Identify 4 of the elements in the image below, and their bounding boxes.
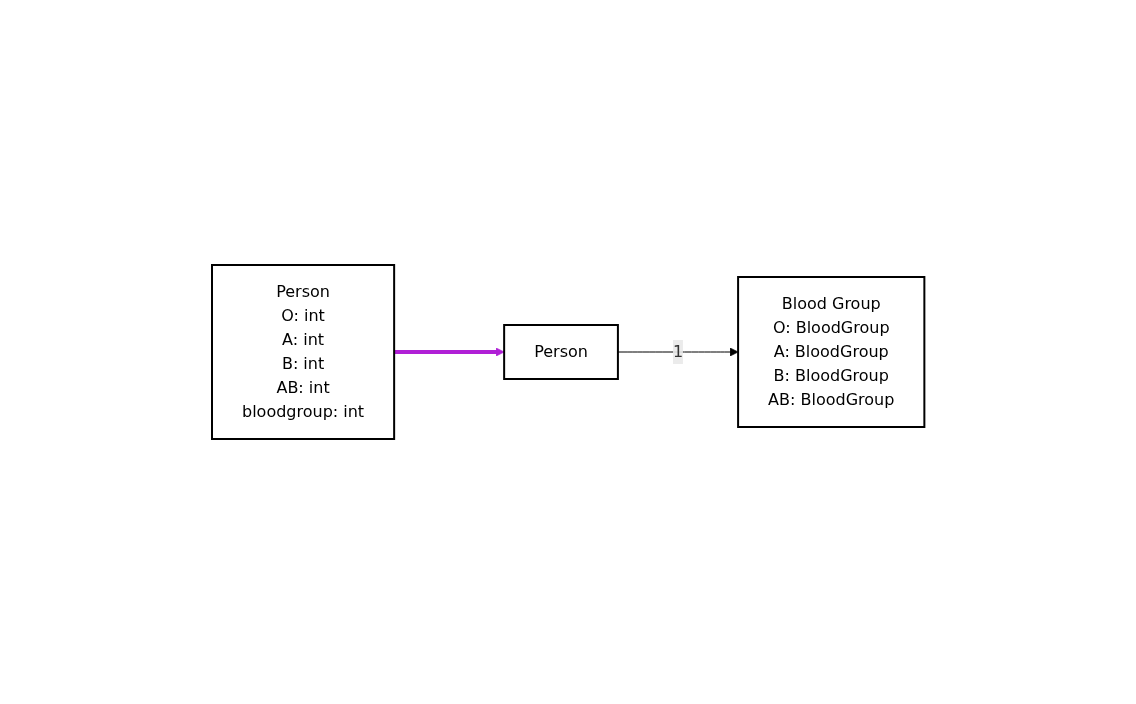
node-box: Person O: int A: int B: int AB: int bloodgroup: int	[210, 264, 395, 440]
edge-label: 1	[672, 342, 683, 361]
node-box: Person	[502, 324, 619, 380]
node-box: Blood Group O: BloodGroup A: BloodGroup B: BloodGroup AB: BloodGroup	[736, 276, 926, 428]
